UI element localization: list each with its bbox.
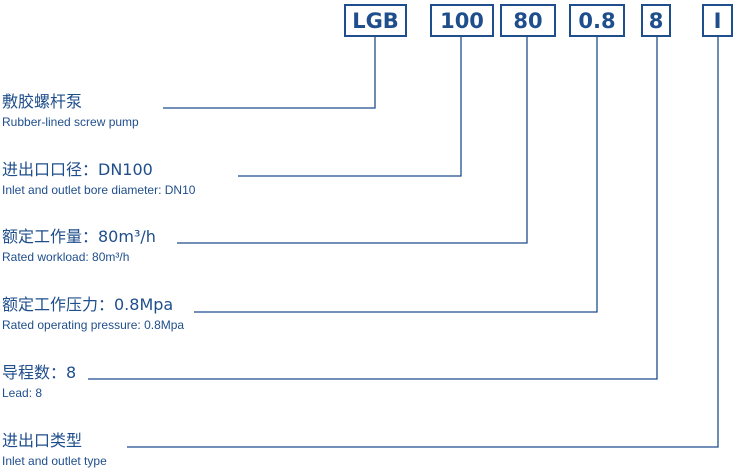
code-box-bore: 100	[430, 4, 494, 37]
leader-line-lead	[88, 37, 658, 380]
code-box-lead: 8	[641, 4, 671, 37]
code-box-pressure: 0.8	[569, 4, 625, 37]
leader-line-model	[163, 37, 376, 109]
label-flow-en: Rated workload: 80m³/h	[2, 250, 130, 264]
leader-line-flow	[177, 37, 528, 244]
code-box-port-type: I	[702, 4, 733, 37]
leader-line-bore	[238, 37, 462, 177]
label-pressure-cn: 额定工作压力：0.8Mpa	[2, 295, 174, 314]
label-flow-cn: 额定工作量：80m³/h	[2, 227, 156, 246]
label-port-type-cn: 进出口类型	[2, 431, 83, 450]
label-model-cn: 敷胶螺杆泵	[2, 92, 83, 111]
label-port-type-en: Inlet and outlet type	[2, 454, 107, 468]
label-model-en: Rubber-lined screw pump	[2, 115, 139, 129]
label-lead-en: Lead: 8	[2, 386, 43, 400]
label-pressure-en: Rated operating pressure: 0.8Mpa	[2, 318, 185, 332]
label-bore-en: Inlet and outlet bore diameter: DN10	[2, 183, 196, 197]
leader-line-pressure	[194, 37, 598, 313]
code-box-model: LGB	[344, 4, 407, 37]
label-bore-cn: 进出口口径：DN100	[2, 160, 153, 179]
label-lead-cn: 导程数：8	[2, 363, 77, 382]
code-box-flow: 80	[500, 4, 556, 37]
leader-line-port-type	[127, 37, 719, 448]
